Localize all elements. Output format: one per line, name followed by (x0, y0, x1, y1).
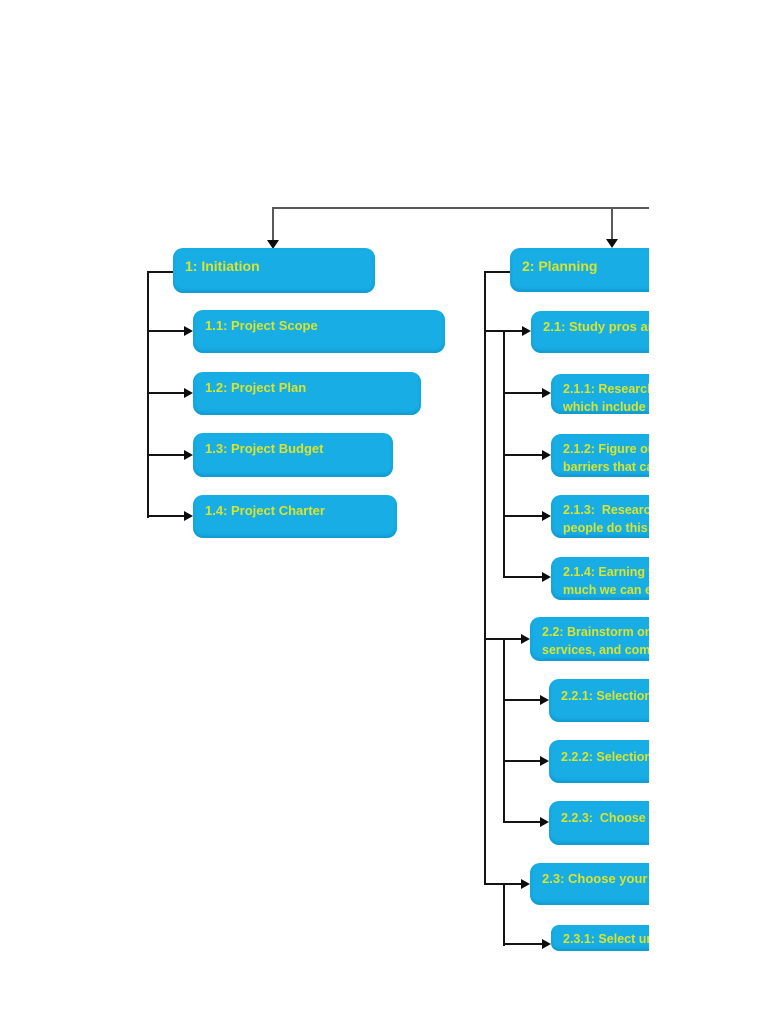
wbs-node-2-1-1: 2.1.1: Research M which include gro (551, 374, 649, 414)
arrow-right-2-1-1-icon (542, 388, 551, 398)
branch-line-2-2 (484, 638, 521, 640)
node-label-line2: people do this bu (563, 521, 648, 535)
node-label: 1.4: Project Charter (205, 503, 325, 518)
arrow-right-1-1-icon (184, 326, 193, 336)
spine-2-2-children (503, 639, 505, 823)
node-label: 2.1: Study pros and (543, 319, 649, 334)
node-label-line1: 2.1.3: Research (563, 503, 649, 517)
node-label-line1: 2.1.1: Research M (563, 382, 649, 396)
branch-line-2-2-1 (503, 699, 540, 701)
wbs-node-1-initiation: 1: Initiation (173, 248, 375, 293)
arrow-right-2-2-3-icon (540, 817, 549, 827)
wbs-node-1-1-project-scope: 1.1: Project Scope (193, 310, 445, 353)
node-label: 1.3: Project Budget (205, 441, 324, 456)
branch-line-2-2-3 (503, 821, 540, 823)
branch-line-2-3-1 (503, 943, 542, 945)
arrow-right-2-1-icon (522, 326, 531, 336)
branch-line-2-1-3 (503, 515, 542, 517)
arrow-right-2-1-2-icon (542, 450, 551, 460)
wbs-node-2-1-4: 2.1.4: Earning fo much we can earn (551, 557, 649, 600)
wbs-node-2-2-2: 2.2.2: Selection o (549, 740, 649, 783)
node-label: 2.3: Choose your bus (542, 871, 648, 886)
node-label-line1: 2.2: Brainstorm on li (542, 625, 649, 639)
spine-planning-children (484, 271, 486, 885)
wbs-node-2-2: 2.2: Brainstorm on li services, and comp… (530, 617, 649, 661)
wbs-node-2-2-3: 2.2.3: Choose a (549, 801, 649, 845)
node-label-line2: much we can earn (563, 583, 649, 597)
node-label-line2: services, and compet (542, 643, 649, 657)
trunk-line (272, 207, 649, 209)
branch-line-2-1-2 (503, 454, 542, 456)
arrow-right-2-1-3-icon (542, 511, 551, 521)
arrow-right-2-1-4-icon (542, 572, 551, 582)
node-label: 1: Initiation (185, 258, 260, 274)
branch-line-2-3 (484, 883, 521, 885)
wbs-node-2-2-1: 2.2.1: Selection o (549, 679, 649, 722)
node-label-line2: which include gro (563, 400, 646, 414)
stub-planning (485, 271, 510, 273)
branch-line-1-3 (147, 454, 184, 456)
wbs-node-2-1-2: 2.1.2: Figure out barriers that can (551, 434, 649, 477)
arrow-right-2-3-icon (521, 879, 530, 889)
arrow-right-2-2-2-icon (540, 756, 549, 766)
stub-initiation (148, 271, 173, 273)
arrow-right-1-3-icon (184, 450, 193, 460)
branch-line-2-1-4 (503, 576, 542, 578)
spine-2-3-children (503, 884, 505, 946)
arrow-right-2-2-icon (521, 634, 530, 644)
arrow-right-2-2-1-icon (540, 695, 549, 705)
wbs-node-2-3: 2.3: Choose your bus (530, 863, 649, 905)
wbs-node-1-4-project-charter: 1.4: Project Charter (193, 495, 397, 538)
wbs-node-2-1-3: 2.1.3: Research people do this bu (551, 495, 649, 538)
node-label: 1.2: Project Plan (205, 380, 307, 395)
node-label: 2.3.1: Select un (563, 932, 649, 946)
arrow-down-initiation-icon (267, 240, 279, 249)
arrow-right-1-2-icon (184, 388, 193, 398)
wbs-node-2-planning: 2: Planning (510, 248, 649, 292)
node-label: 2.2.2: Selection o (561, 750, 649, 764)
trunk-drop-initiation (272, 207, 274, 241)
branch-line-2-2-2 (503, 760, 540, 762)
branch-line-1-2 (147, 392, 184, 394)
wbs-node-2-1: 2.1: Study pros and (531, 311, 649, 353)
node-label-line1: 2.1.4: Earning fo (563, 565, 649, 579)
trunk-drop-planning (611, 209, 613, 240)
node-label: 2: Planning (522, 258, 598, 274)
branch-line-1-4 (147, 515, 184, 517)
wbs-node-2-3-1: 2.3.1: Select un (551, 925, 649, 951)
wbs-diagram: 1: Initiation 1.1: Project Scope 1.2: Pr… (147, 207, 649, 951)
node-label: 2.2.1: Selection o (561, 689, 649, 703)
spine-initiation-children (147, 271, 149, 518)
wbs-node-1-3-project-budget: 1.3: Project Budget (193, 433, 393, 477)
node-label-line1: 2.1.2: Figure out (563, 442, 649, 456)
wbs-node-1-2-project-plan: 1.2: Project Plan (193, 372, 421, 415)
arrow-down-planning-icon (606, 239, 618, 248)
node-label: 2.2.3: Choose a (561, 811, 649, 825)
branch-line-1-1 (147, 330, 184, 332)
node-label-line2: barriers that can (563, 460, 649, 474)
branch-line-2-1-1 (503, 392, 542, 394)
arrow-right-2-3-1-icon (542, 939, 551, 949)
node-label: 1.1: Project Scope (205, 318, 318, 333)
arrow-right-1-4-icon (184, 511, 193, 521)
